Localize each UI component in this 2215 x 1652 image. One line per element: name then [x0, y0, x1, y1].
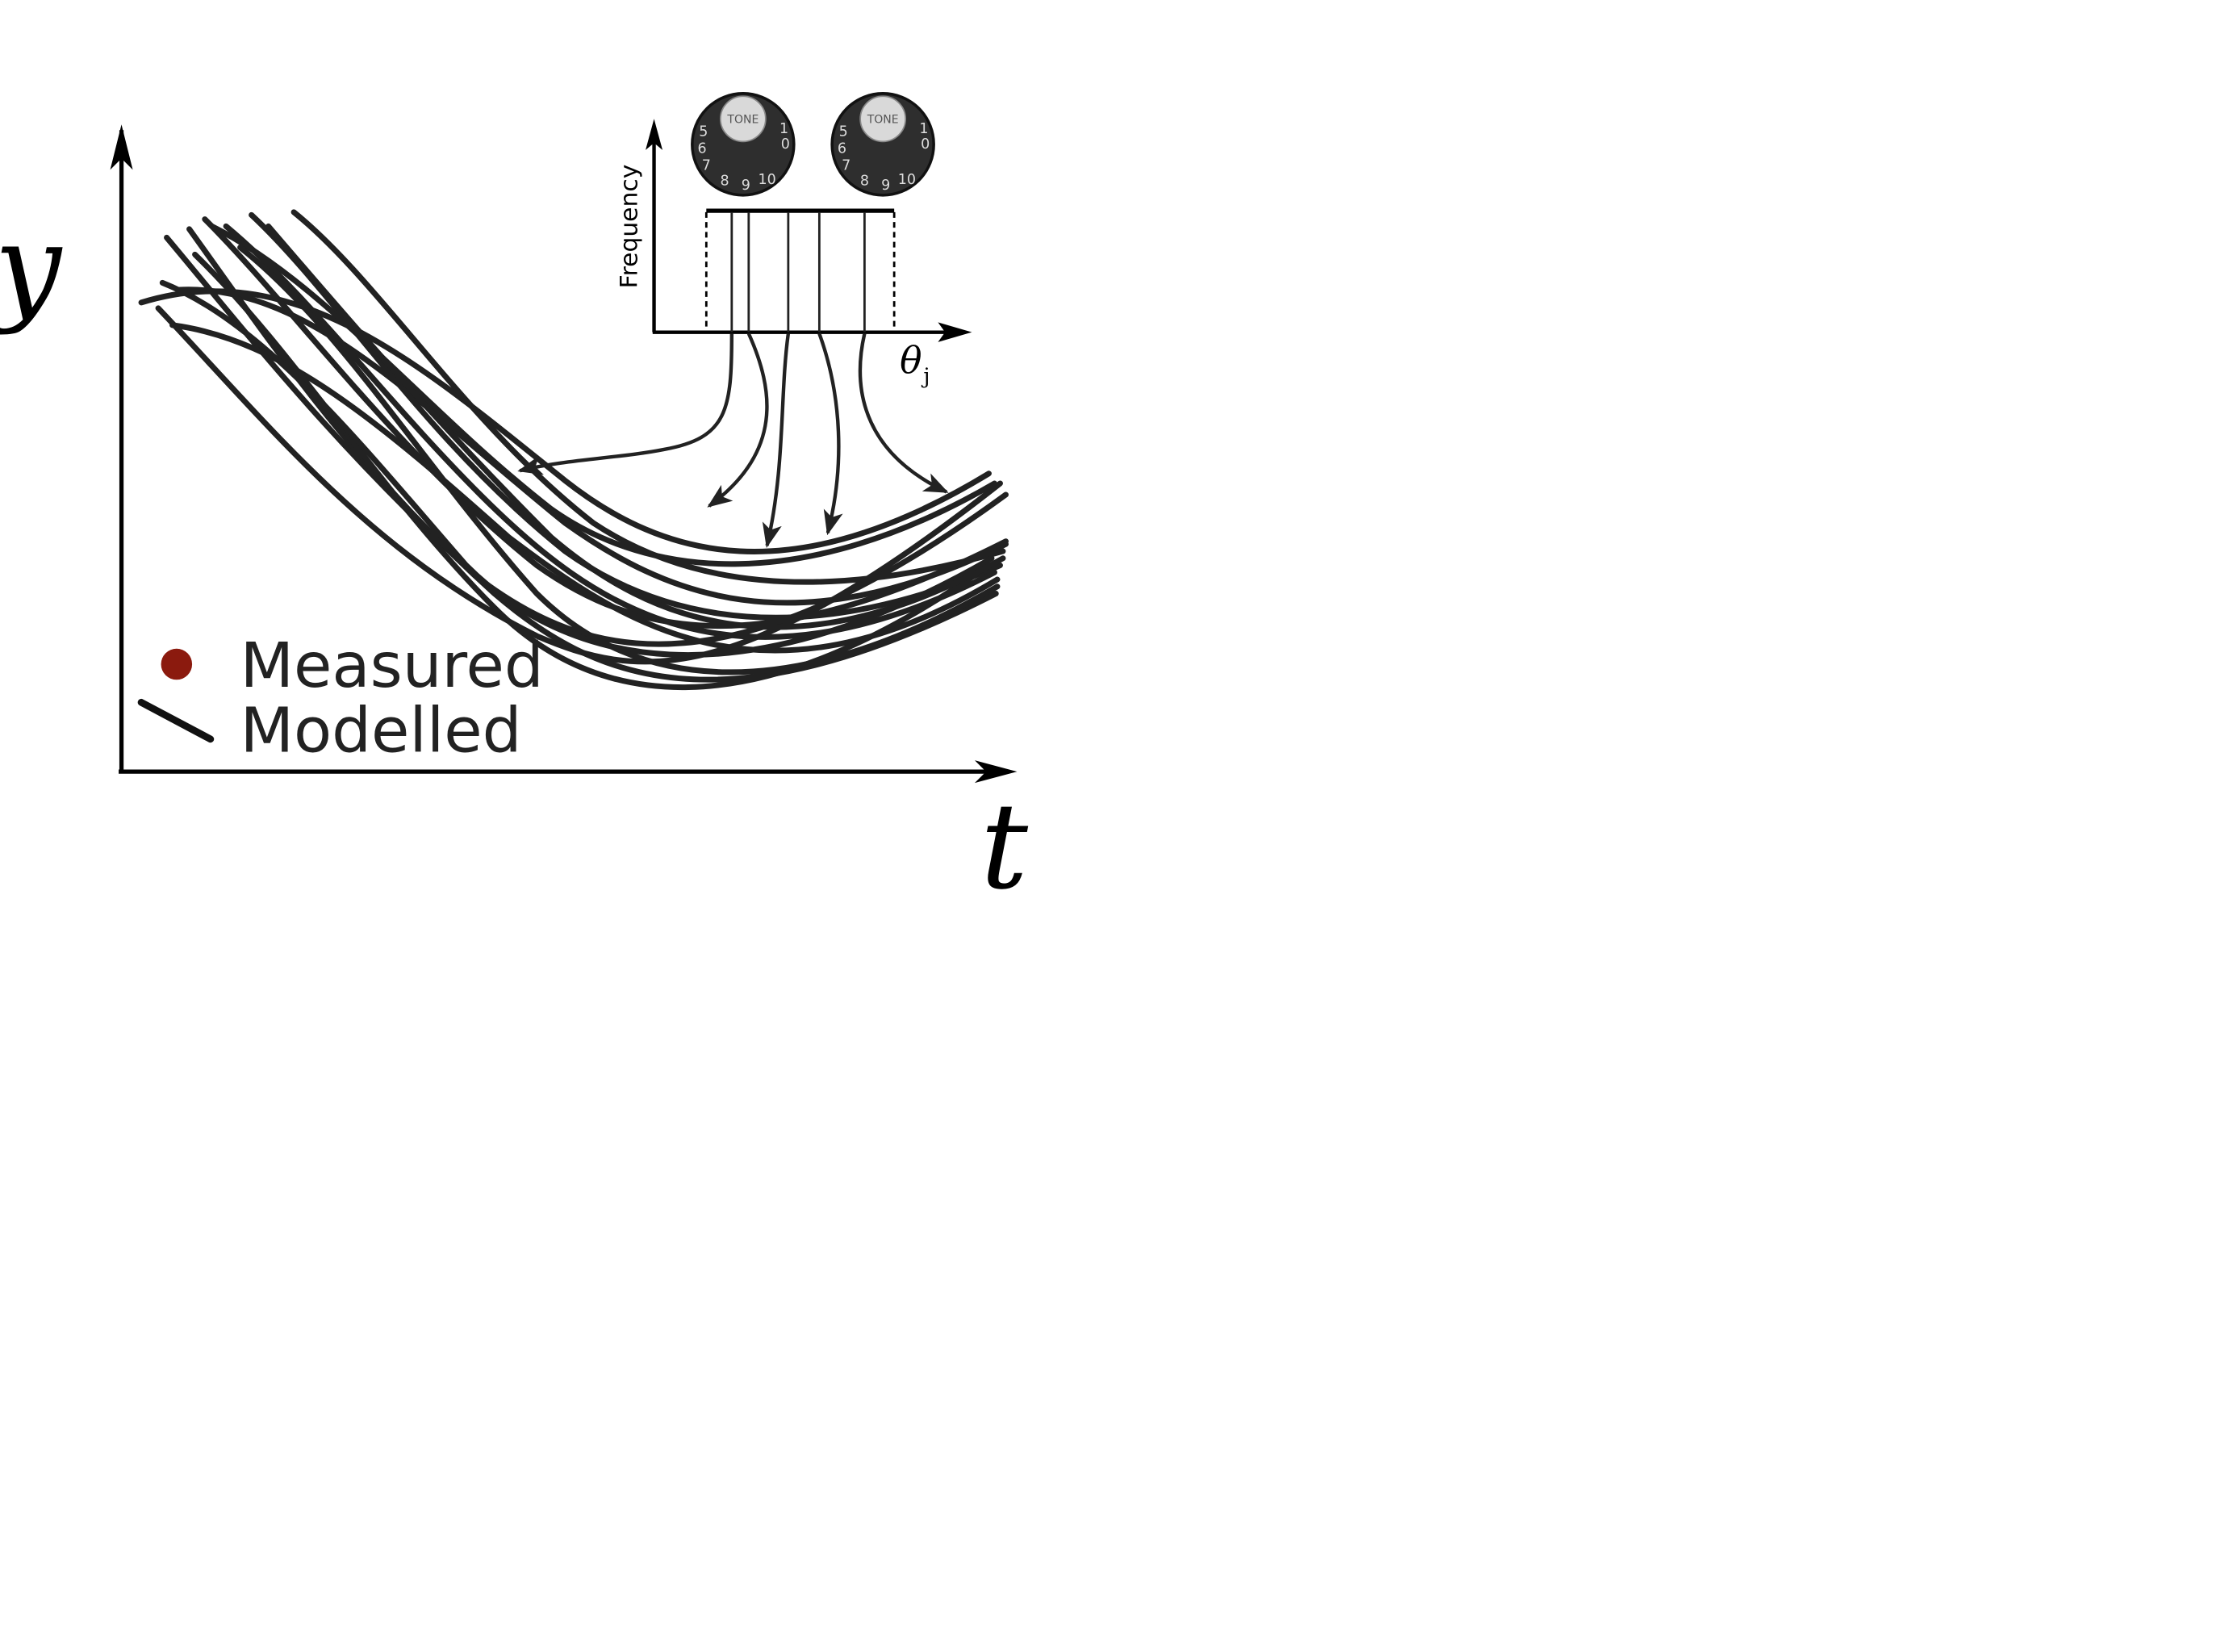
knob-number: 6 [838, 140, 846, 157]
modelled-curve [209, 223, 997, 567]
knob-rim [830, 92, 935, 197]
main-axes: y t [0, 124, 1029, 916]
knob-number: 9 [742, 178, 750, 194]
tone-knob-icon: TONE 1 0 10 9 8 7 6 5 [830, 92, 935, 197]
modelled-curve [265, 223, 1006, 630]
modelled-curve [290, 209, 1006, 585]
sampling-arrow [762, 333, 791, 548]
modelled-curve [237, 245, 1001, 675]
sampling-arrow [858, 332, 949, 494]
sampling-arrow [817, 332, 843, 536]
inset-x-label-subscript: j [921, 365, 930, 389]
knob-body [692, 93, 794, 195]
modelled-curves [138, 209, 1009, 691]
knob-number: 8 [721, 174, 729, 190]
knob-number: 9 [881, 178, 890, 194]
inset-x-label-theta: θ [900, 339, 922, 382]
knob-number: 7 [842, 157, 850, 174]
knob-number: 0 [921, 136, 930, 153]
legend: Measured Modelled [137, 630, 544, 767]
modelled-curve [159, 279, 995, 659]
knob-cap-text: TONE [867, 114, 899, 127]
tone-knob-icon: TONE 1 0 10 9 8 7 6 5 [691, 92, 796, 197]
inset-y-arrowhead [646, 119, 663, 150]
modelled-curve [175, 286, 1009, 606]
knob-number: 6 [697, 140, 706, 157]
x-axis-arrowhead [974, 760, 1018, 784]
knob-number: 0 [781, 136, 790, 153]
knob-number: 8 [860, 174, 869, 190]
knob-cap-text: TONE [726, 114, 759, 127]
sampling-arrows [517, 332, 949, 548]
knob-number: 5 [839, 123, 848, 140]
knob-cap [719, 95, 767, 143]
knob-number: 1 [779, 121, 788, 137]
knob-body [832, 93, 934, 195]
knob-number: 5 [699, 123, 708, 140]
modelled-marker [137, 698, 215, 743]
measured-marker [161, 648, 193, 680]
knob-number: 10 [758, 172, 775, 188]
sampling-arrow [707, 332, 769, 508]
inset-y-label: Frequency [616, 165, 644, 289]
y-axis-arrowhead [110, 124, 133, 170]
knob-rim [691, 92, 796, 197]
legend-label-measured: Measured [240, 630, 544, 702]
knob-number: 10 [898, 172, 916, 188]
knob-cap [859, 95, 907, 143]
inset-x-arrowhead [938, 322, 972, 342]
knob-number: 1 [919, 121, 928, 137]
legend-label-modelled: Modelled [240, 696, 522, 767]
modelled-curve [138, 288, 992, 554]
x-axis-label: t [980, 778, 1029, 916]
sampling-arrow [517, 333, 734, 475]
y-axis-label: y [0, 199, 63, 337]
knob-number: 7 [702, 157, 711, 174]
modelled-curve [223, 223, 997, 640]
